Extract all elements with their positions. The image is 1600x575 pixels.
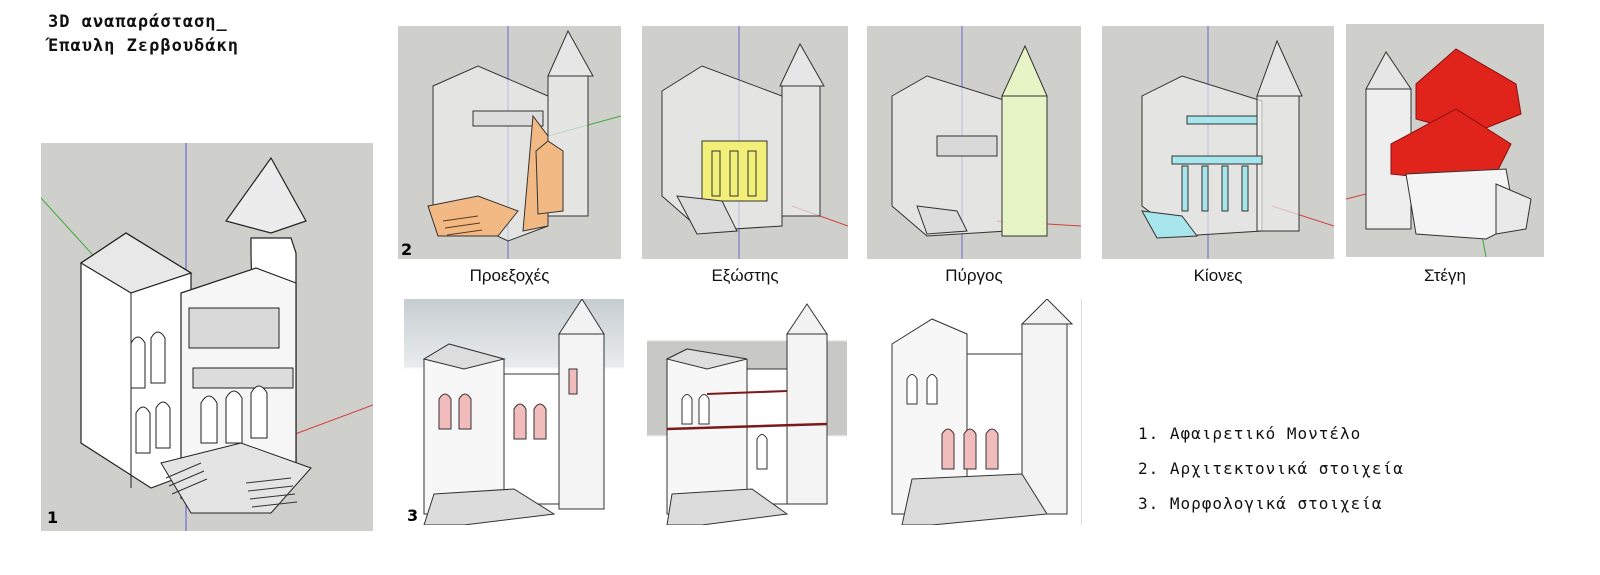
- pyrgos-model-drawing: [891, 26, 1081, 259]
- stegi-model-drawing: [1346, 48, 1532, 257]
- legend: 1. Αφαιρετικό Μοντέλο 2. Αρχιτεκτονικά σ…: [1138, 424, 1404, 529]
- element-view-stegi: [1346, 24, 1544, 257]
- morphology-view-2: [647, 299, 847, 525]
- element-view-kiones: [1102, 26, 1334, 259]
- caption-proexoxes: Προεξοχές: [469, 266, 550, 285]
- page-title-line-1: 3D αναπαράσταση_: [48, 12, 228, 32]
- morphology-view-3: [872, 299, 1082, 525]
- caption-stegi: Στέγη: [1424, 266, 1466, 285]
- page-title-line-2: Έπαυλη Ζερβουδάκη: [48, 36, 239, 56]
- proexoxes-model-drawing: [427, 26, 621, 259]
- panel-number-2: 2: [401, 240, 413, 259]
- kiones-model-drawing: [1141, 26, 1334, 259]
- element-view-exostis: [642, 26, 848, 259]
- morphology-render-3: [891, 299, 1074, 525]
- panel-number-1: 1: [47, 508, 59, 527]
- element-view-pyrgos: [867, 26, 1081, 259]
- morphology-render-1: [422, 299, 605, 525]
- caption-pyrgos: Πύργος: [945, 266, 1003, 285]
- morphology-view-1: 3: [404, 299, 624, 525]
- main-model-view: 1: [41, 143, 373, 531]
- legend-item-1: 1. Αφαιρετικό Μοντέλο: [1138, 424, 1362, 443]
- page-title: 3D αναπαράσταση_ Έπαυλη Ζερβουδάκη: [48, 10, 239, 58]
- caption-kiones: Κίονες: [1193, 266, 1243, 285]
- abstract-model-drawing: [41, 143, 373, 531]
- panel-number-3: 3: [407, 506, 419, 525]
- exostis-model-drawing: [661, 26, 848, 259]
- legend-item-3: 3. Μορφολογικά στοιχεία: [1138, 494, 1383, 513]
- element-view-proexoxes: 2: [398, 26, 621, 259]
- morphology-render-2: [665, 303, 828, 525]
- legend-item-2: 2. Αρχιτεκτονικά στοιχεία: [1138, 459, 1404, 478]
- caption-exostis: Εξώστης: [711, 266, 779, 285]
